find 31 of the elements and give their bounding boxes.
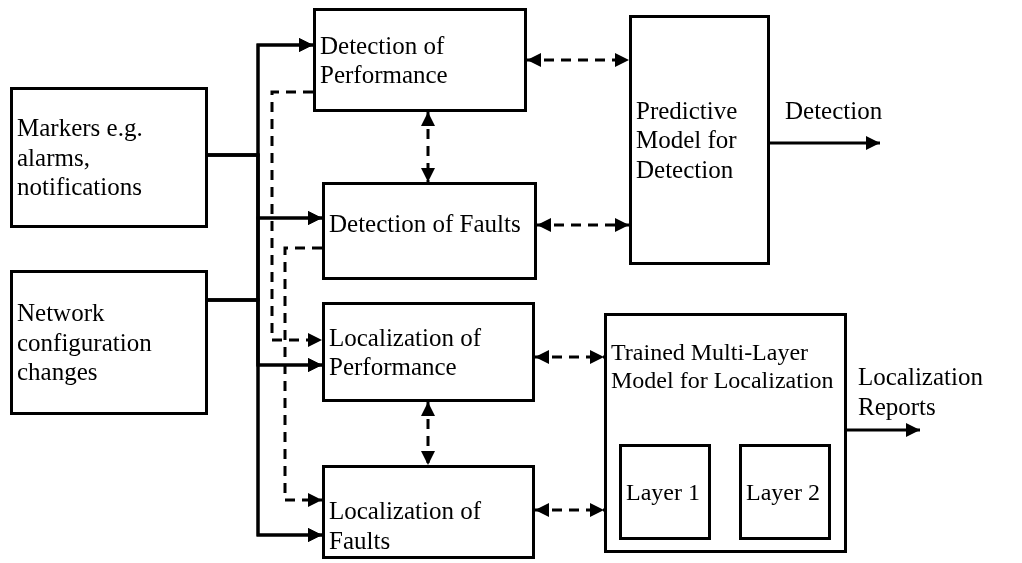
dashed-arrow — [270, 90, 322, 347]
arrow — [847, 423, 920, 437]
process-box — [313, 8, 527, 112]
dashed-arrow — [535, 350, 604, 364]
arrow — [208, 298, 322, 542]
box-label: Markers e.g. alarms, notifications — [17, 113, 144, 202]
process-box — [322, 302, 535, 402]
process-box — [739, 444, 831, 540]
arrow — [770, 136, 880, 150]
box-label: Layer 1 — [626, 477, 701, 507]
process-box — [322, 465, 535, 559]
box-label: Network configuration changes — [17, 298, 153, 387]
box-label: Detection of Performance — [320, 30, 449, 90]
process-box — [604, 313, 847, 553]
process-box — [629, 15, 770, 265]
process-box — [10, 87, 208, 228]
process-box — [619, 444, 711, 540]
box-label: Predictive Model for Detection — [636, 95, 739, 185]
dashed-arrow — [421, 402, 435, 465]
dashed-arrow — [421, 112, 435, 182]
dashed-arrow — [537, 218, 629, 232]
box-label: Layer 2 — [746, 477, 821, 507]
dashed-arrow — [535, 503, 604, 517]
dashed-arrow — [283, 246, 322, 507]
process-box — [322, 182, 537, 280]
box-label: Localization of Faults — [329, 496, 482, 555]
dashed-arrow — [527, 53, 629, 67]
box-label: Trained Multi-Layer Model for Localization — [611, 338, 835, 395]
box-label: Localization of Performance — [329, 322, 482, 382]
process-box — [10, 270, 208, 415]
box-label: Detection of Faults — [329, 209, 522, 239]
